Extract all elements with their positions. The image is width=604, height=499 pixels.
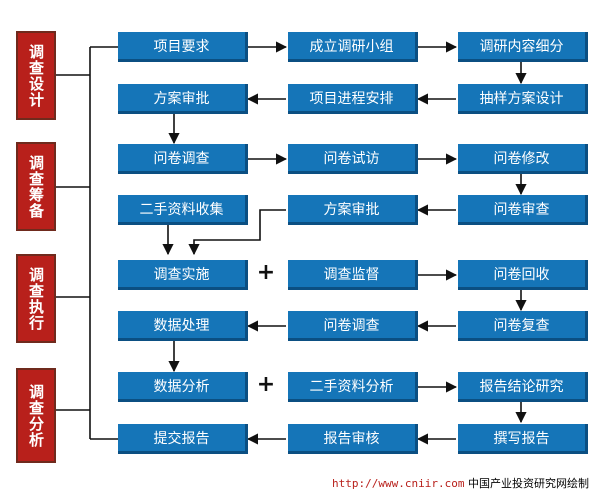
box-survey-implementation: 调查实施 — [118, 260, 248, 290]
box-plan-approval: 方案审批 — [118, 84, 248, 114]
stage-analyze: 调查分析 — [16, 368, 56, 463]
stage-execute: 调查执行 — [16, 254, 56, 343]
box-sampling-plan-design: 抽样方案设计 — [458, 84, 588, 114]
box-questionnaire-recheck: 问卷复查 — [458, 311, 588, 341]
footer-url: http://www.cniir.com — [332, 477, 465, 490]
box-secondary-data-collection: 二手资料收集 — [118, 195, 248, 225]
stage-prepare: 调查筹备 — [16, 142, 56, 231]
footer-credit: http://www.cniir.com 中国产业投资研究网绘制 — [332, 475, 589, 491]
box-questionnaire-review: 问卷审查 — [458, 195, 588, 225]
box-data-analysis: 数据分析 — [118, 372, 248, 402]
box-report-review: 报告审核 — [288, 424, 418, 454]
box-questionnaire-survey: 问卷调查 — [118, 144, 248, 174]
box-project-requirements: 项目要求 — [118, 32, 248, 62]
plus-sign-analysis: + — [256, 372, 276, 397]
box-questionnaire-survey-2: 问卷调查 — [288, 311, 418, 341]
stage-design: 调查设计 — [16, 31, 56, 120]
box-report-conclusion-study: 报告结论研究 — [458, 372, 588, 402]
box-survey-supervision: 调查监督 — [288, 260, 418, 290]
box-research-content-breakdown: 调研内容细分 — [458, 32, 588, 62]
box-form-research-team: 成立调研小组 — [288, 32, 418, 62]
box-submit-report: 提交报告 — [118, 424, 248, 454]
footer-credit-text: 中国产业投资研究网绘制 — [467, 477, 589, 490]
plus-sign-execution: + — [256, 260, 276, 285]
box-project-schedule: 项目进程安排 — [288, 84, 418, 114]
box-secondary-data-analysis: 二手资料分析 — [288, 372, 418, 402]
box-questionnaire-revision: 问卷修改 — [458, 144, 588, 174]
box-questionnaire-pilot: 问卷试访 — [288, 144, 418, 174]
box-data-processing: 数据处理 — [118, 311, 248, 341]
box-questionnaire-collection: 问卷回收 — [458, 260, 588, 290]
box-write-report: 撰写报告 — [458, 424, 588, 454]
box-plan-approval-2: 方案审批 — [288, 195, 418, 225]
